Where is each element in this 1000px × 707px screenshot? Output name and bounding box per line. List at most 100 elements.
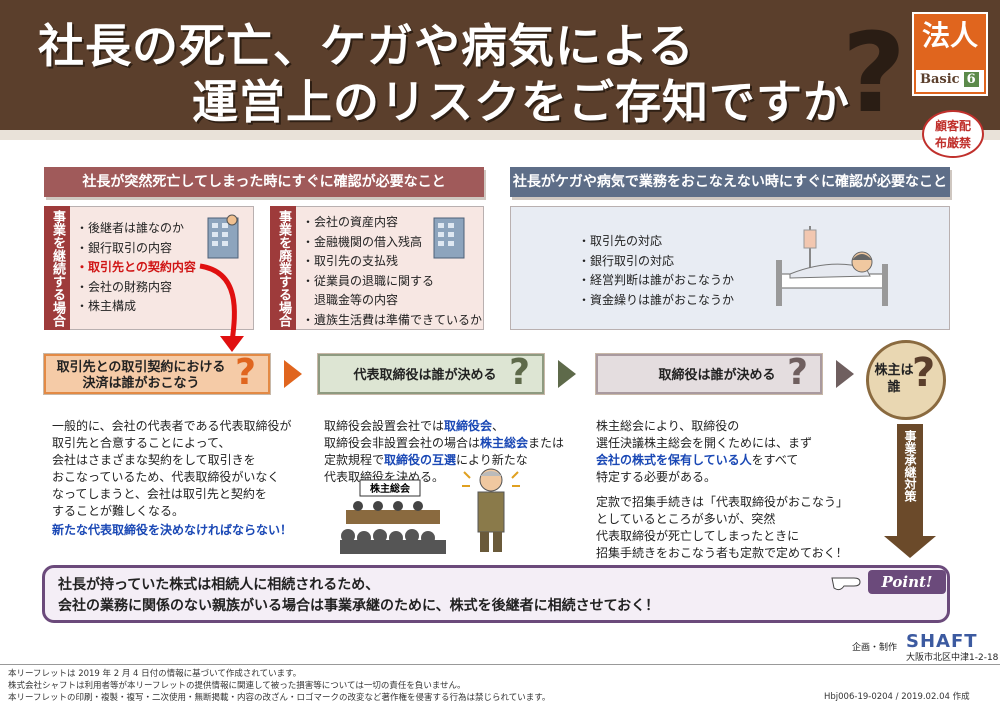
point-line: 会社の業務に関係のない親族がいる場合は事業承継のために、株式を後継者に相続させて… bbox=[58, 598, 660, 614]
body-line: 株主総会により、取締役の bbox=[596, 419, 740, 433]
text: 取締役会設置会社では bbox=[324, 419, 445, 433]
highlight-text: 取締役会 bbox=[444, 419, 493, 433]
basic-number: 6 bbox=[963, 72, 979, 87]
footer-line: 本リーフレットは 2019 年 2 月 4 日付の情報に基づいて作成されています… bbox=[8, 669, 302, 679]
shaft-logo: SHAFT bbox=[906, 631, 978, 652]
flow-step-text: 代表取締役は誰が決める bbox=[353, 368, 497, 383]
panel-illness bbox=[510, 206, 950, 330]
question-mark-icon: ? bbox=[912, 350, 936, 396]
text: 定款規程で bbox=[324, 453, 385, 467]
question-mark-icon: ? bbox=[235, 352, 256, 393]
list-close-business: ・会社の資産内容 ・金融機関の借入残高 ・取引先の支払残 ・従業員の退職に関する… bbox=[302, 213, 482, 330]
body-line: 定款規程で取締役の互選により新たな bbox=[324, 452, 564, 469]
section-head-death: 社長が突然死亡してしまった時にすぐに確認が必要なこと bbox=[44, 167, 484, 197]
list-item: ・取引先の支払残 bbox=[302, 254, 399, 268]
list-item: 退職金等の内容 bbox=[302, 293, 399, 307]
down-arrow-icon bbox=[884, 536, 936, 558]
highlight-text: 株主総会 bbox=[480, 436, 529, 450]
body-line: 一般的に、会社の代表者である代表取締役が bbox=[52, 419, 292, 433]
body-line: 取引先と合意することによって、 bbox=[52, 436, 231, 450]
label-close-business: 事業を廃業する場合 bbox=[270, 206, 296, 330]
text: をすべて bbox=[751, 453, 799, 467]
body-line: 取締役会非設置会社の場合は株主総会または bbox=[324, 435, 564, 452]
point-line: 社長が持っていた株式は相続人に相続されるため、 bbox=[58, 577, 380, 593]
flow-step-shareholder: 株主は誰 bbox=[874, 363, 914, 395]
section-head-illness: 社長がケガや病気で業務をおこなえない時にすぐに確認が必要なこと bbox=[510, 167, 950, 197]
body-line: 特定する必要がある。 bbox=[596, 470, 717, 484]
text: により新たな bbox=[456, 453, 528, 467]
body-line: おこなっているため、代表取締役がいなく bbox=[52, 470, 280, 484]
body-line: 選任決議株主総会を開くためには、まず bbox=[596, 436, 813, 450]
list-item: ・遺族生活費は準備できているか bbox=[302, 312, 483, 327]
body-line: することが難しくなる。 bbox=[52, 504, 185, 518]
question-mark-icon: ? bbox=[509, 352, 530, 393]
header-band bbox=[0, 0, 1000, 130]
flow-step-text: 取引先との取引契約における決済は誰がおこなう bbox=[56, 360, 226, 391]
list-item: ・会社の財務内容 bbox=[76, 279, 173, 294]
explanation-articles: 定款で招集手続きは「代表取締役がおこなう」 としているところが多いが、突然 代表… bbox=[596, 494, 848, 562]
text: 取締役会非設置会社の場合は bbox=[324, 436, 481, 450]
shareholder-meeting-illustration: 株主総会 bbox=[340, 479, 446, 554]
list-item-highlight: ・取引先との契約内容 bbox=[76, 260, 196, 274]
body-line: なってしまうと、会社は取引先と契約を bbox=[52, 487, 267, 501]
body-line: 代表取締役が死亡してしまったときに bbox=[596, 529, 800, 543]
category-label: 法人 bbox=[921, 19, 978, 52]
list-item: ・資金繰りは誰がおこなうか bbox=[578, 292, 735, 307]
list-item: ・従業員の退職に関する bbox=[302, 273, 435, 288]
body-line: 定款で招集手続きは「代表取締役がおこなう」 bbox=[596, 495, 849, 509]
list-item: ・銀行取引の対応 bbox=[578, 253, 675, 268]
list-illness: ・取引先の対応 ・銀行取引の対応 ・経営判断は誰がおこなうか ・資金繰りは誰がお… bbox=[578, 232, 734, 310]
list-item: ・後継者は誰なのか bbox=[76, 221, 185, 235]
flow-step-settlement: 取引先との取引契約における決済は誰がおこなう ? bbox=[44, 352, 270, 394]
list-item: ・経営判断は誰がおこなうか bbox=[578, 273, 735, 287]
highlight-text: 会社の株式を保有している人 bbox=[596, 453, 752, 467]
highlight-text: 取締役の互選 bbox=[384, 453, 457, 467]
succession-arrow-shaft bbox=[897, 424, 923, 536]
text: 、 bbox=[492, 419, 505, 433]
closed-building-icon bbox=[433, 217, 465, 259]
list-item: ・取引先の対応 bbox=[578, 234, 663, 248]
body-line: 会社はさまざまな契約をして取引きを bbox=[52, 453, 256, 467]
body-line: としているところが多いが、突然 bbox=[596, 512, 776, 526]
shareholder-circle bbox=[866, 340, 946, 420]
page-title-line2: 運営上のリスクをご存知ですか bbox=[192, 75, 850, 129]
hospital-patient-illustration bbox=[776, 226, 888, 306]
confidential-stamp: 顧客配布厳禁 bbox=[922, 110, 984, 158]
flow-step-directors: 取締役は誰が決める ? bbox=[596, 352, 822, 394]
footer-disclaimer: 本リーフレットは 2019 年 2 月 4 日付の情報に基づいて作成されています… bbox=[8, 668, 550, 704]
explanation-note: 新たな代表取締役を決めなければならない！ bbox=[52, 523, 293, 537]
list-item: ・株主構成 bbox=[76, 299, 137, 313]
footer-line: 株式会社シャフトは利用者等が本リーフレットの提供情報に関連して被った損害等につい… bbox=[8, 681, 466, 691]
page-title-line1: 社長の死亡、ケガや病気による bbox=[38, 19, 695, 73]
flow-arrow-icon bbox=[284, 360, 302, 388]
question-mark-icon: ? bbox=[787, 352, 808, 393]
body-line: 取締役会設置会社では取締役会、 bbox=[324, 418, 564, 435]
basic-label: Basic bbox=[920, 72, 960, 87]
flow-step-text: 取締役は誰が決める bbox=[658, 368, 776, 383]
document-code: Hbj006-19-0204 / 2019.02.04 作成 bbox=[824, 692, 970, 702]
confidential-text: 顧客配布厳禁 bbox=[934, 119, 971, 150]
footer-divider bbox=[0, 664, 1000, 665]
point-badge: Point! bbox=[868, 570, 946, 594]
header-stripe bbox=[0, 130, 1000, 140]
list-item: ・会社の資産内容 bbox=[302, 215, 399, 229]
body-line: 会社の株式を保有している人をすべて bbox=[596, 452, 812, 469]
point-box bbox=[42, 565, 950, 623]
list-item: ・金融機関の借入残高 bbox=[302, 234, 423, 249]
producer-address: 大阪市北区中津1-2-18 bbox=[906, 653, 999, 663]
point-text: 社長が持っていた株式は相続人に相続されるため、 会社の業務に関係のない親族がいる… bbox=[58, 575, 659, 617]
list-item: ・銀行取引の内容 bbox=[76, 240, 173, 255]
flow-step-representative: 代表取締役は誰が決める ? bbox=[318, 352, 544, 394]
office-building-icon bbox=[207, 214, 239, 259]
list-continue-business: ・後継者は誰なのか ・銀行取引の内容 ・取引先との契約内容 ・会社の財務内容 ・… bbox=[76, 219, 196, 317]
body-line: 招集手続きをおこなう者も定款で定めておく！ bbox=[596, 546, 848, 560]
text: または bbox=[528, 436, 565, 450]
flow-arrow-icon bbox=[836, 360, 854, 388]
explanation-directors: 株主総会により、取締役の 選任決議株主総会を開くためには、まず 会社の株式を保有… bbox=[596, 418, 812, 486]
producer-label: 企画・制作 bbox=[852, 643, 898, 653]
meeting-sign-text: 株主総会 bbox=[370, 482, 410, 495]
president-illustration bbox=[462, 468, 520, 552]
succession-label: 事業承継対策 bbox=[903, 430, 917, 502]
explanation-representative: 取締役会設置会社では取締役会、 取締役会非設置会社の場合は株主総会または 定款規… bbox=[324, 418, 564, 486]
